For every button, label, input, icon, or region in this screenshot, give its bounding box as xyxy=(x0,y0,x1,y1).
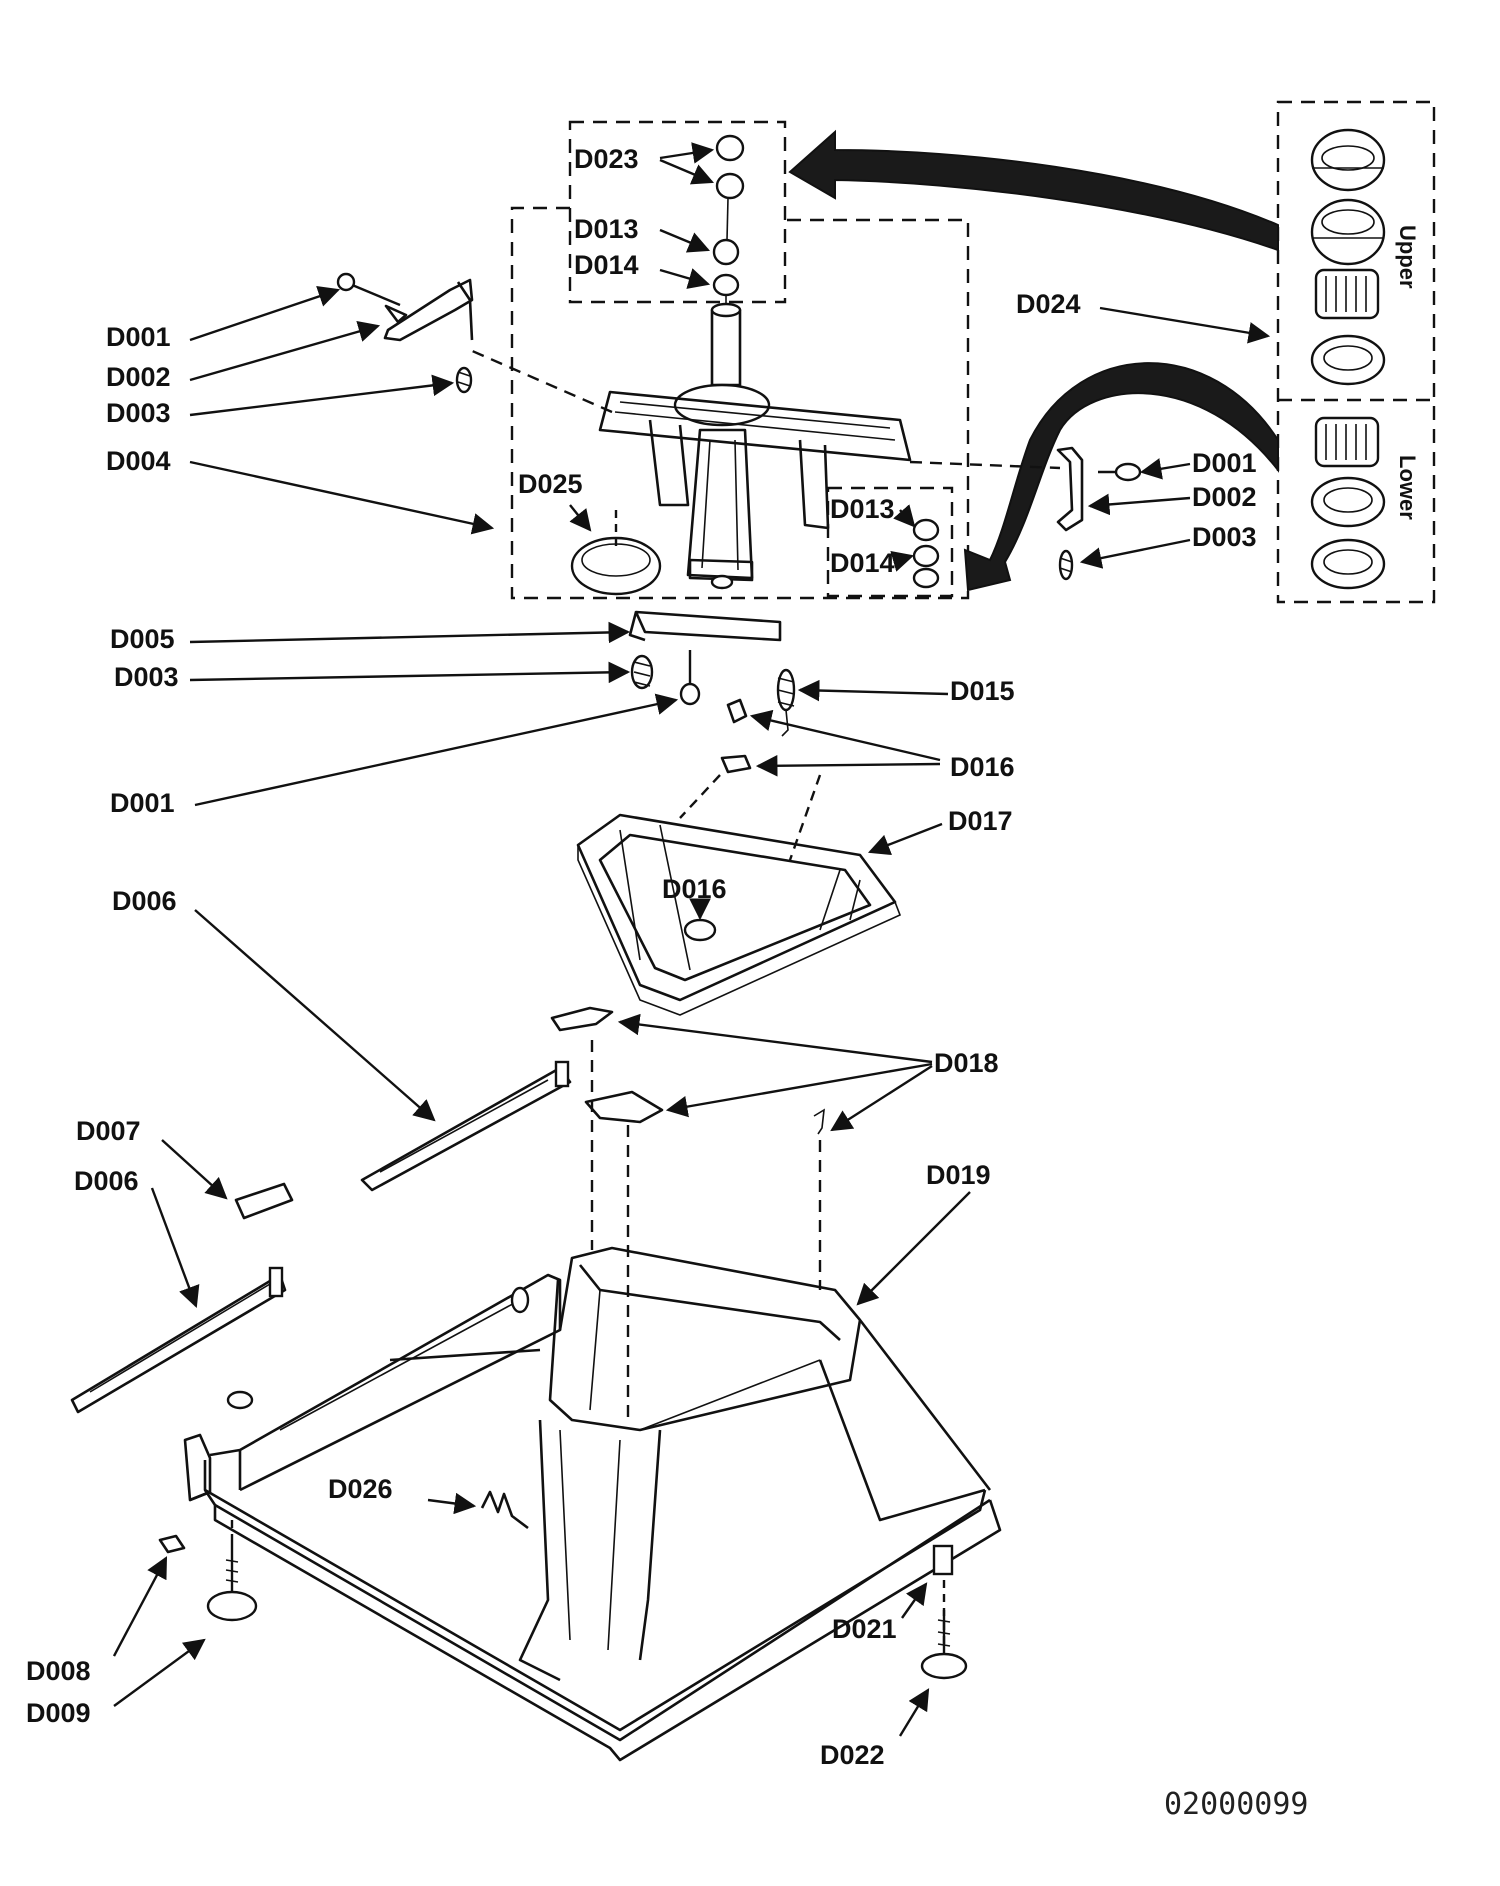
upper-curved-arrow xyxy=(788,129,1279,252)
spacer-d007 xyxy=(234,1182,294,1220)
document-number: 02000099 xyxy=(1164,1787,1309,1822)
callout-d007: D007 xyxy=(76,1116,141,1146)
seal-ring-d025 xyxy=(570,510,662,596)
left-top-bracket xyxy=(336,272,474,394)
lower-curved-arrow xyxy=(963,362,1279,592)
callout-d021: D021 xyxy=(832,1614,897,1644)
callout-d002-left: D002 xyxy=(106,362,171,392)
foot-right xyxy=(920,1544,968,1680)
callout-d016-center: D016 xyxy=(662,874,727,904)
callout-d026: D026 xyxy=(328,1474,393,1504)
bearing-upper-label: Upper xyxy=(1395,225,1420,289)
bearing-upper-ring-3 xyxy=(1310,334,1386,386)
base-frame-d019 xyxy=(183,1246,1002,1762)
bearing-upper-ring-1 xyxy=(1310,128,1386,192)
support-frame-d017 xyxy=(576,813,902,1016)
hub-assembly xyxy=(469,302,1061,590)
shaft-bracket-d005 xyxy=(628,610,796,737)
callout-d025: D025 xyxy=(518,469,583,499)
bushing-mid-parts xyxy=(912,518,940,589)
callout-d003-left: D003 xyxy=(106,398,171,428)
callout-d003-lower: D003 xyxy=(114,662,179,692)
callout-d014-top: D014 xyxy=(574,250,639,280)
bearing-upper-roller xyxy=(1314,268,1380,320)
callout-d019: D019 xyxy=(926,1160,991,1190)
bearing-lower-roller xyxy=(1314,416,1380,468)
callout-d003-right: D003 xyxy=(1192,522,1257,552)
top-bushing-group-box xyxy=(568,120,787,304)
callout-d014-mid: D014 xyxy=(830,548,895,578)
brackets-d018 xyxy=(550,1006,825,1420)
callout-d001-right: D001 xyxy=(1192,448,1257,478)
callout-d009: D009 xyxy=(26,1698,91,1728)
callout-d023: D023 xyxy=(574,144,639,174)
rail-d006-lower xyxy=(70,1266,287,1414)
bearing-lower-ring-1 xyxy=(1310,476,1386,528)
callout-d001-left: D001 xyxy=(106,322,171,352)
callout-d024: D024 xyxy=(1016,289,1081,319)
callout-d002-right: D002 xyxy=(1192,482,1257,512)
spring-clip-d026 xyxy=(480,1490,529,1530)
callout-d008: D008 xyxy=(26,1656,91,1686)
rail-d006-upper xyxy=(360,1060,572,1192)
callout-d022: D022 xyxy=(820,1740,885,1770)
callout-d013-mid: D013 xyxy=(830,494,895,524)
callout-d006-lower: D006 xyxy=(74,1166,139,1196)
bearing-kit-box xyxy=(1276,100,1436,604)
bearing-upper-ring-2 xyxy=(1310,198,1386,266)
bearing-lower-ring-2 xyxy=(1310,538,1386,590)
callout-d013-top: D013 xyxy=(574,214,639,244)
callout-d018: D018 xyxy=(934,1048,999,1078)
bushing-d023-parts xyxy=(712,134,745,310)
callout-d005: D005 xyxy=(110,624,175,654)
callout-d004: D004 xyxy=(106,446,171,476)
callout-d015: D015 xyxy=(950,676,1015,706)
callout-d001-lower: D001 xyxy=(110,788,175,818)
callout-d016-right: D016 xyxy=(950,752,1015,782)
bearing-lower-label: Lower xyxy=(1395,455,1420,520)
right-bracket xyxy=(1056,446,1142,581)
hub-assembly-group-box xyxy=(510,206,970,600)
callout-d006-upper: D006 xyxy=(112,886,177,916)
foot-left xyxy=(158,1520,258,1622)
callout-d017: D017 xyxy=(948,806,1013,836)
leader-lines xyxy=(112,142,1271,1737)
clip-d016-parts xyxy=(679,698,822,861)
